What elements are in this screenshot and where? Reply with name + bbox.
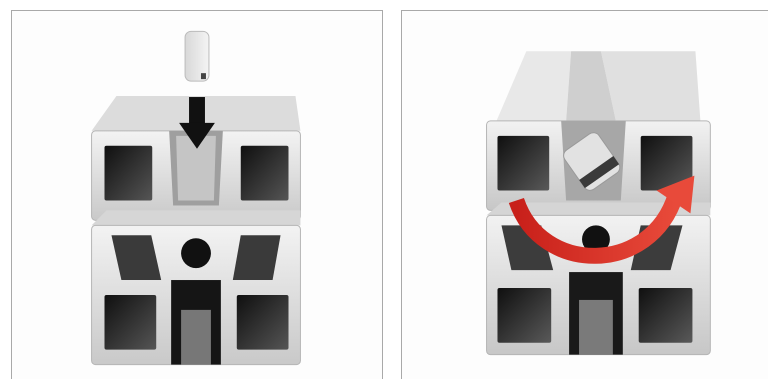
cavity [236,294,289,350]
upper-profile [91,96,301,221]
center-bore [582,225,610,254]
arrow-down-icon [179,97,215,149]
curved-arrow-icon [508,175,695,264]
t-nut [563,132,621,191]
insert-illustration [91,30,301,366]
cavity [497,287,552,343]
cavity [640,135,693,191]
center-bore [181,238,211,269]
panel-insert-step [11,10,383,379]
lower-profile [91,210,301,366]
cavity [638,287,693,343]
cavity [104,294,157,350]
cavity [240,145,289,201]
t-nut [184,30,210,82]
cavity [497,135,550,191]
rotate-illustration [486,51,711,356]
cavity [104,145,153,201]
panel-rotate-step [401,10,768,379]
